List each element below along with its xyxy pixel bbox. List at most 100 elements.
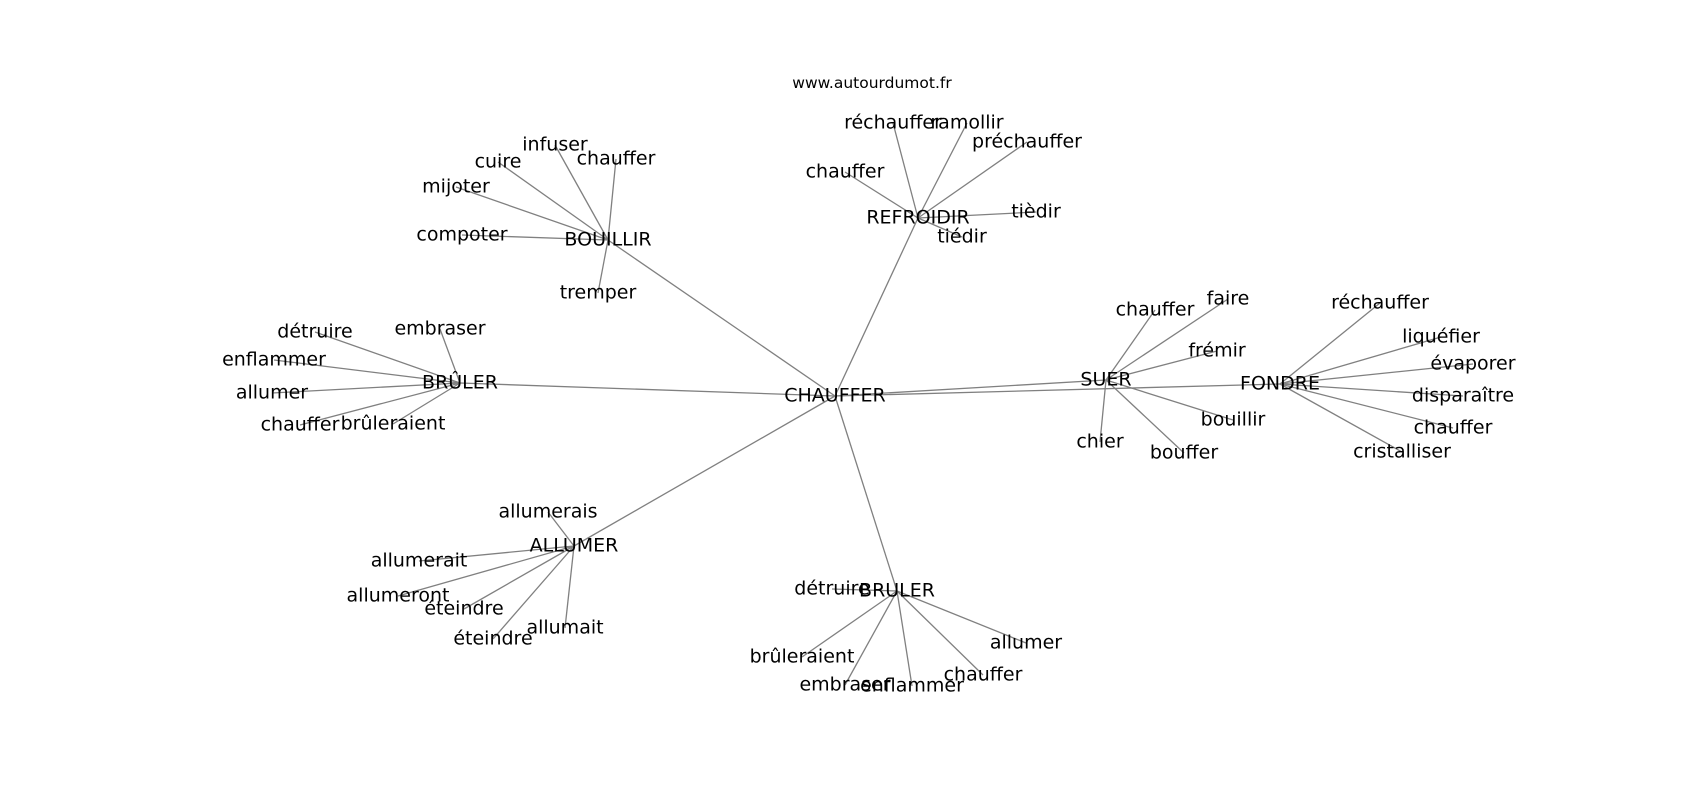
edge-hub-word [1105,350,1218,381]
leaf-word-label: chauffer [577,148,656,170]
edge-hub-word [1279,302,1381,385]
leaf-word-label: bouillir [1201,409,1266,431]
leaf-word-label: allumerais [498,501,597,523]
edge-hub-word [1279,383,1403,453]
leaf-word-label: brûleraient [341,413,446,435]
edge-hub-word [896,590,913,687]
leaf-word-label: détruire [277,321,352,343]
edge-hub-word [463,545,575,610]
leaf-word-label: préchauffer [972,131,1082,153]
edge-hub-word [844,590,898,686]
leaf-word-label: allumerait [371,550,468,572]
edge-hub-word [844,171,919,219]
edge-hub-word [1105,379,1185,454]
center-word-label: CHAUFFER [784,385,886,407]
edge-hub-word [564,545,575,629]
edge-hub-word [554,144,609,241]
edge-hub-word [397,545,575,597]
edge-hub-word [273,359,461,384]
leaf-word-label: chauffer [806,161,885,183]
leaf-word-label: allumer [990,632,1062,654]
leaf-word-label: cuire [475,151,522,173]
edge-center-hub [834,379,1107,397]
leaf-word-label: faire [1207,288,1250,310]
edge-hub-word [917,141,1028,219]
edge-hub-word [597,239,609,294]
leaf-word-label: cristalliser [1353,441,1451,463]
leaf-word-label: bouffer [1150,442,1219,464]
edge-center-hub [834,383,1281,397]
edge-hub-word [896,590,1027,644]
hub-word-label: BRÛLER [422,370,498,394]
leaf-word-label: détruire [794,578,869,600]
leaf-word-label: embraser [394,318,485,340]
edge-hub-word [801,590,898,658]
graph-edges [271,122,1474,687]
edge-center-hub [607,239,836,397]
leaf-word-label: évaporer [1430,353,1515,375]
edge-hub-word [1279,383,1464,397]
hub-word-label: ALLUMER [530,535,619,557]
edge-hub-word [1279,336,1442,385]
edge-center-hub [573,395,836,547]
leaf-word-label: tiédir [937,226,987,248]
edge-hub-word [492,545,575,640]
leaf-word-label: ramollir [930,112,1003,134]
leaf-word-label: mijoter [422,176,490,198]
edge-hub-word [1279,383,1454,429]
edge-hub-word [917,217,963,238]
leaf-word-label: chier [1076,431,1123,453]
edge-hub-word [1099,379,1107,443]
leaf-word-label: allumait [526,617,603,639]
edge-hub-word [547,511,575,547]
leaf-word-label: tremper [560,282,637,304]
leaf-word-label: éteindre [453,628,532,650]
leaf-word-label: chauffer [944,664,1023,686]
edge-hub-word [299,382,461,426]
edge-hub-word [497,161,609,241]
leaf-word-label: chauffer [261,414,340,436]
edge-hub-word [917,122,968,219]
edge-hub-word [461,234,609,241]
edge-hub-word [917,211,1037,219]
leaf-word-label: enflammer [222,349,326,371]
edge-hub-word [1105,379,1234,421]
edge-hub-word [439,328,461,384]
leaf-word-label: frémir [1188,340,1246,362]
edge-hub-word [314,331,461,384]
edge-center-hub [834,395,898,592]
site-url: www.autourdumot.fr [792,74,952,92]
leaf-word-label: enflammer [860,675,964,697]
edge-hub-word [892,122,919,219]
leaf-word-label: liquéfier [1402,326,1480,348]
leaf-word-label: embraser [799,674,890,696]
hub-word-label: FONDRE [1240,373,1320,395]
edge-hub-word [1105,298,1229,381]
edge-hub-word [896,590,984,676]
leaf-word-label: infuser [522,134,588,156]
leaf-word-label: chauffer [1414,417,1493,439]
leaf-word-label: chauffer [1116,299,1195,321]
leaf-word-label: éteindre [424,598,503,620]
leaf-word-label: compoter [416,224,507,246]
leaf-word-label: brûleraient [750,646,855,668]
edge-hub-word [831,588,898,592]
edge-hub-word [418,545,575,562]
leaf-word-label: disparaître [1412,385,1514,407]
hub-word-label: SUER [1080,369,1131,391]
leaf-word-label: réchauffer [1331,292,1429,314]
leaf-word-label: tièdir [1011,201,1061,223]
edge-hub-word [607,158,617,241]
edge-center-hub [834,217,919,397]
edge-hub-word [455,186,609,241]
hub-word-label: REFROIDIR [866,207,969,229]
hub-word-label: BRULER [859,580,935,602]
leaf-word-label: allumer [236,382,308,404]
edge-hub-word [1279,363,1474,385]
edge-center-hub [459,382,836,397]
edge-hub-word [1105,309,1156,381]
edge-hub-word [271,382,461,394]
leaf-word-label: réchauffer [844,112,942,134]
edge-hub-word [392,382,461,425]
